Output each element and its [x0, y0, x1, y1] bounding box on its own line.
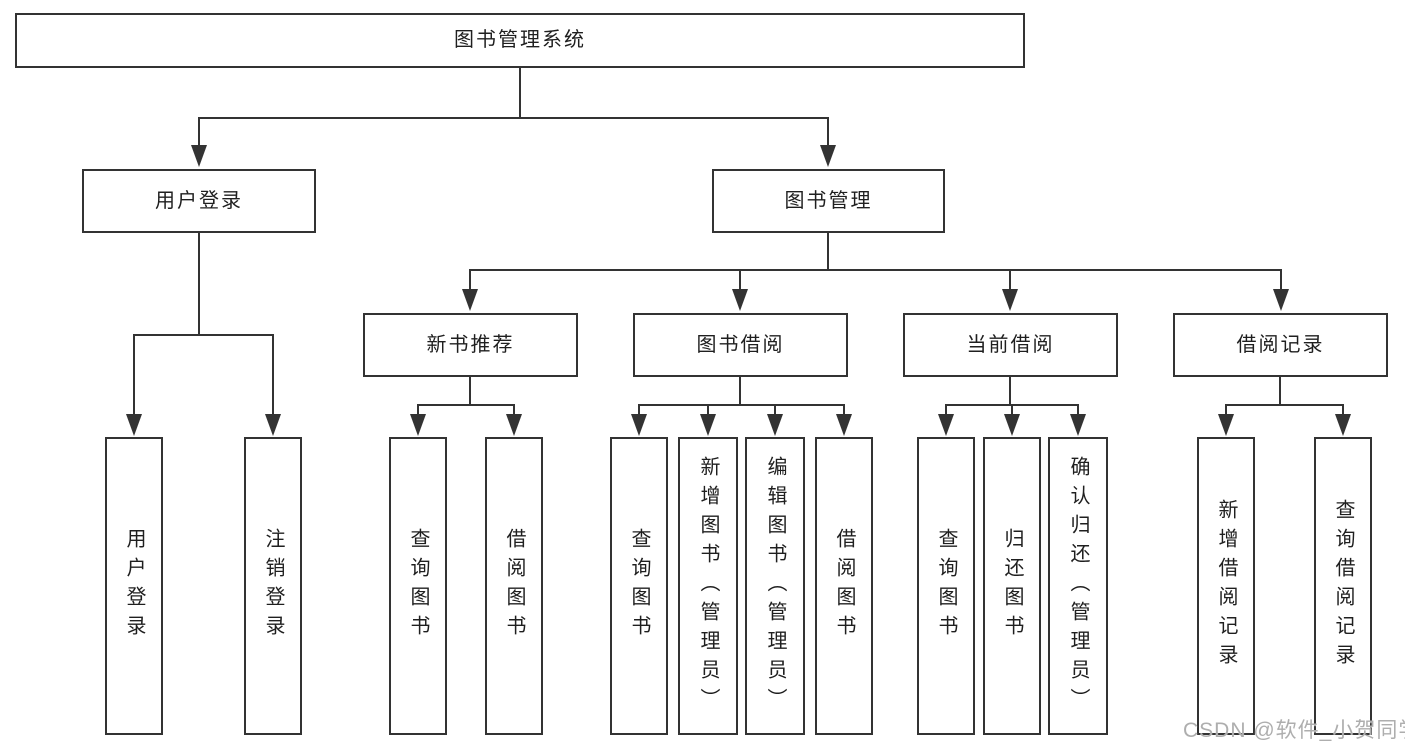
- leaf-query-books-borrow: 查询图书: [610, 437, 668, 735]
- connector-borrow-stub-1: [638, 404, 640, 416]
- node-new-book-recommend: 新书推荐: [363, 313, 578, 377]
- arrow-down-icon: [836, 414, 852, 436]
- connector-borrow-stub-4: [843, 404, 845, 416]
- arrow-down-icon: [1004, 414, 1020, 436]
- connector-login-rail: [133, 334, 274, 336]
- leaf-add-borrow-record: 新增借阅记录: [1197, 437, 1255, 735]
- leaf-user-login: 用户登录: [105, 437, 163, 735]
- node-current-borrow: 当前借阅: [903, 313, 1118, 377]
- arrow-down-icon: [191, 145, 207, 167]
- leaf-return-books: 归还图书: [983, 437, 1041, 735]
- node-borrow-records: 借阅记录: [1173, 313, 1388, 377]
- arrow-down-icon: [767, 414, 783, 436]
- connector-borrow-rail: [638, 404, 845, 406]
- arrow-down-icon: [1218, 414, 1234, 436]
- connector-current-drop: [1009, 377, 1011, 406]
- arrow-down-icon: [462, 289, 478, 311]
- connector-current-stub-1: [945, 404, 947, 416]
- connector-mgmt-stub-3: [1009, 269, 1011, 291]
- arrow-down-icon: [126, 414, 142, 436]
- connector-login-drop: [198, 233, 200, 336]
- connector-mgmt-stub-4: [1280, 269, 1282, 291]
- connector-borrow-stub-3: [774, 404, 776, 416]
- leaf-borrow-books-borrow: 借阅图书: [815, 437, 873, 735]
- arrow-down-icon: [410, 414, 426, 436]
- arrow-down-icon: [700, 414, 716, 436]
- leaf-query-borrow-record: 查询借阅记录: [1314, 437, 1372, 735]
- connector-mgmt-rail: [469, 269, 1282, 271]
- arrow-down-icon: [732, 289, 748, 311]
- connector-records-stub-2: [1342, 404, 1344, 416]
- leaf-add-books-admin: 新增图书（管理员）: [678, 437, 738, 735]
- connector-root-stub-left: [198, 117, 200, 147]
- connector-mgmt-drop: [827, 233, 829, 271]
- connector-recommend-stub-2: [513, 404, 515, 416]
- leaf-edit-books-admin: 编辑图书（管理员）: [745, 437, 805, 735]
- node-root: 图书管理系统: [15, 13, 1025, 68]
- arrow-down-icon: [265, 414, 281, 436]
- arrow-down-icon: [631, 414, 647, 436]
- connector-recommend-drop: [469, 377, 471, 406]
- leaf-query-books-recommend: 查询图书: [389, 437, 447, 735]
- arrow-down-icon: [1002, 289, 1018, 311]
- connector-login-stub-2: [272, 334, 274, 416]
- csdn-watermark: CSDN @软件_小贺同学: [1183, 719, 1405, 742]
- connector-records-stub-1: [1225, 404, 1227, 416]
- arrow-down-icon: [506, 414, 522, 436]
- leaf-query-books-current: 查询图书: [917, 437, 975, 735]
- node-book-borrow: 图书借阅: [633, 313, 848, 377]
- arrow-down-icon: [1070, 414, 1086, 436]
- connector-root-drop: [519, 68, 521, 119]
- connector-mgmt-stub-1: [469, 269, 471, 291]
- connector-records-drop: [1279, 377, 1281, 406]
- arrow-down-icon: [820, 145, 836, 167]
- connector-borrow-stub-2: [707, 404, 709, 416]
- leaf-borrow-books-recommend: 借阅图书: [485, 437, 543, 735]
- connector-mgmt-stub-2: [739, 269, 741, 291]
- connector-recommend-stub-1: [417, 404, 419, 416]
- arrow-down-icon: [938, 414, 954, 436]
- arrow-down-icon: [1273, 289, 1289, 311]
- arrow-down-icon: [1335, 414, 1351, 436]
- connector-recommend-rail: [417, 404, 515, 406]
- node-book-management: 图书管理: [712, 169, 945, 233]
- connector-login-stub-1: [133, 334, 135, 416]
- connector-current-stub-3: [1077, 404, 1079, 416]
- node-user-login: 用户登录: [82, 169, 316, 233]
- connector-root-stub-right: [827, 117, 829, 147]
- connector-records-rail: [1225, 404, 1344, 406]
- leaf-logout-login: 注销登录: [244, 437, 302, 735]
- leaf-confirm-return-admin: 确认归还（管理员）: [1048, 437, 1108, 735]
- connector-borrow-drop: [739, 377, 741, 406]
- connector-current-stub-2: [1011, 404, 1013, 416]
- connector-root-rail: [198, 117, 829, 119]
